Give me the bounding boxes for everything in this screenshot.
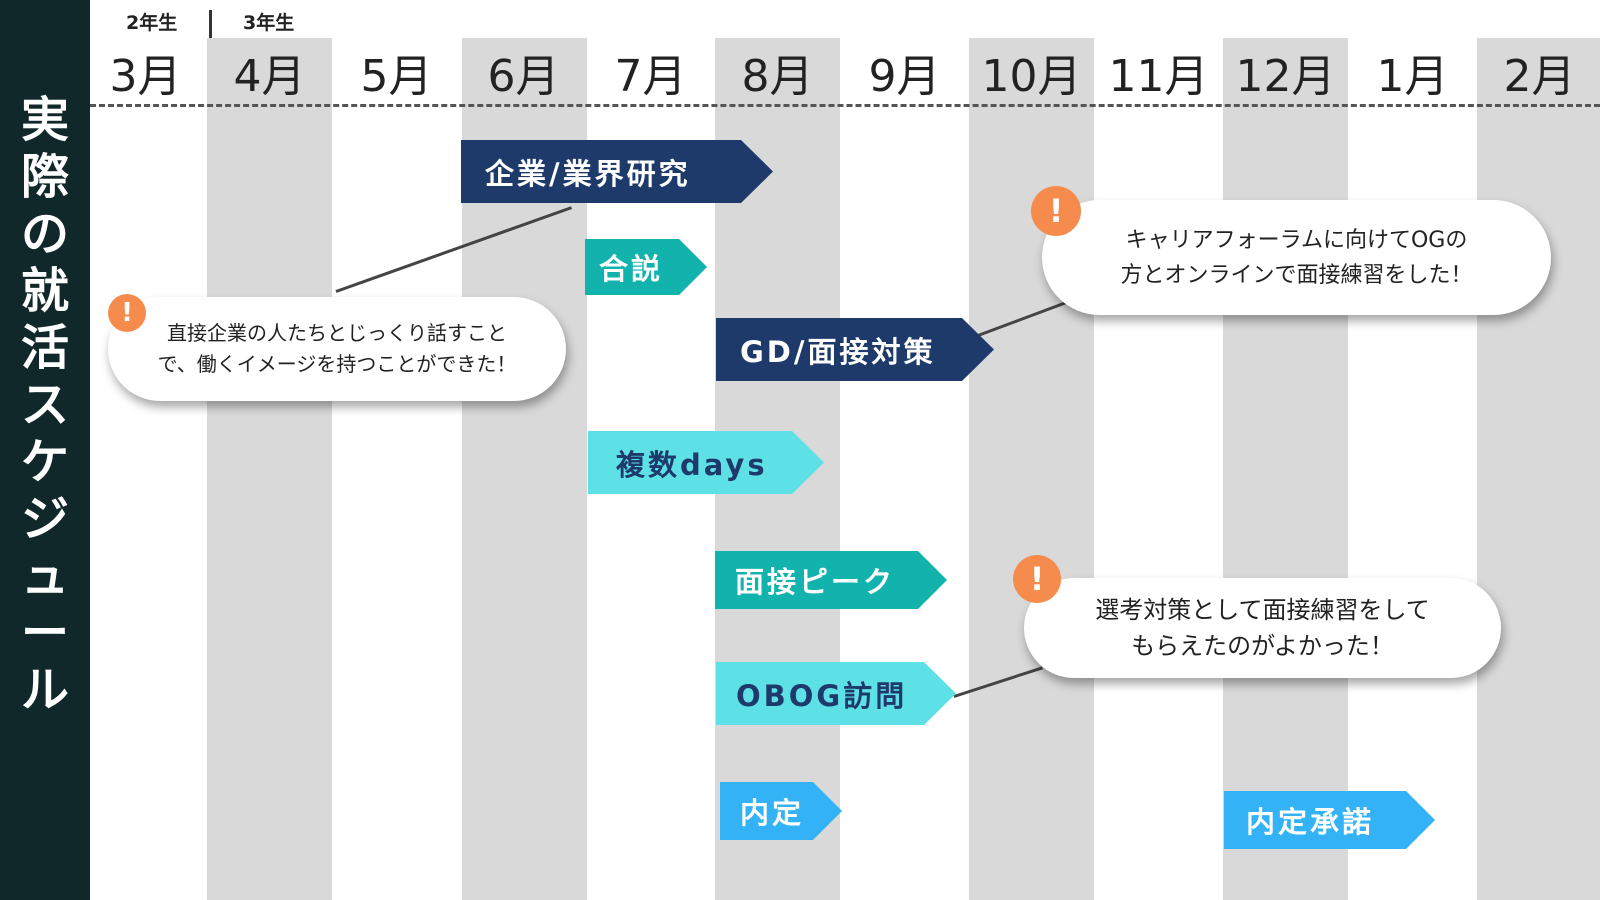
header-divider <box>90 104 1600 107</box>
month-label: 4月 <box>233 51 306 102</box>
task-arrow-interview-peak: 面接ピーク <box>715 551 947 609</box>
task-arrow-job-offer: 内定 <box>720 782 842 840</box>
month-label: 8月 <box>741 51 814 102</box>
task-arrow-obog-visit: OBOG訪問 <box>716 662 956 725</box>
task-label: 合説 <box>599 252 664 286</box>
page-title: 実 際 の 就 活 ス ケ ジ ュ ー ル <box>20 92 69 718</box>
task-arrow-company-research: 企業/業界研究 <box>461 140 773 203</box>
month-label: 3月 <box>109 51 182 102</box>
year-separator <box>209 10 212 38</box>
column-band-feb <box>1477 38 1600 900</box>
month-label: 6月 <box>487 51 560 102</box>
task-arrow-joint-seminar: 合説 <box>585 239 707 295</box>
month-label: 2月 <box>1503 51 1576 102</box>
task-arrow-offer-acceptance: 内定承諾 <box>1224 791 1435 849</box>
note-bubble: 選考対策として面接練習をして もらえたのがよかった！ <box>1024 578 1501 678</box>
note-bubble: キャリアフォーラムに向けてOGの 方とオンラインで面接練習をした！ <box>1042 200 1551 315</box>
column-band-dec <box>1223 38 1348 900</box>
year-label-3rd: 3年生 <box>243 12 295 34</box>
month-label: 9月 <box>868 51 941 102</box>
month-label: 10月 <box>981 51 1082 102</box>
exclamation-icon: ! <box>108 294 146 332</box>
task-label: 複数days <box>616 447 768 482</box>
month-label: 5月 <box>360 51 433 102</box>
task-label: 面接ピーク <box>735 565 896 599</box>
task-label: OBOG訪問 <box>736 678 908 713</box>
column-band-apr <box>207 38 332 900</box>
month-label: 12月 <box>1235 51 1336 102</box>
column-band-oct <box>969 38 1094 900</box>
note-text: 選考対策として面接練習をして もらえたのがよかった！ <box>1095 596 1430 660</box>
task-label: 内定 <box>740 796 805 830</box>
month-label: 1月 <box>1376 51 1449 102</box>
sidebar: 実 際 の 就 活 ス ケ ジ ュ ー ル <box>0 0 90 900</box>
month-label: 11月 <box>1108 51 1209 102</box>
task-label: 内定承諾 <box>1246 805 1375 839</box>
exclamation-icon: ! <box>1013 555 1061 603</box>
exclamation-icon: ! <box>1031 186 1081 236</box>
task-arrow-multi-day-internship: 複数days <box>588 431 824 494</box>
note-bubble: 直接企業の人たちとじっくり話すこと で、働くイメージを持つことができた！ <box>108 297 566 401</box>
year-label-2nd: 2年生 <box>126 12 178 34</box>
note-text: 直接企業の人たちとじっくり話すこと で、働くイメージを持つことができた！ <box>157 321 517 376</box>
note-text: キャリアフォーラムに向けてOGの 方とオンラインで面接練習をした！ <box>1120 227 1473 288</box>
month-label: 7月 <box>614 51 687 102</box>
task-label: GD/面接対策 <box>740 334 936 369</box>
task-label: 企業/業界研究 <box>485 156 691 191</box>
task-arrow-gd-interview-prep: GD/面接対策 <box>716 318 994 381</box>
